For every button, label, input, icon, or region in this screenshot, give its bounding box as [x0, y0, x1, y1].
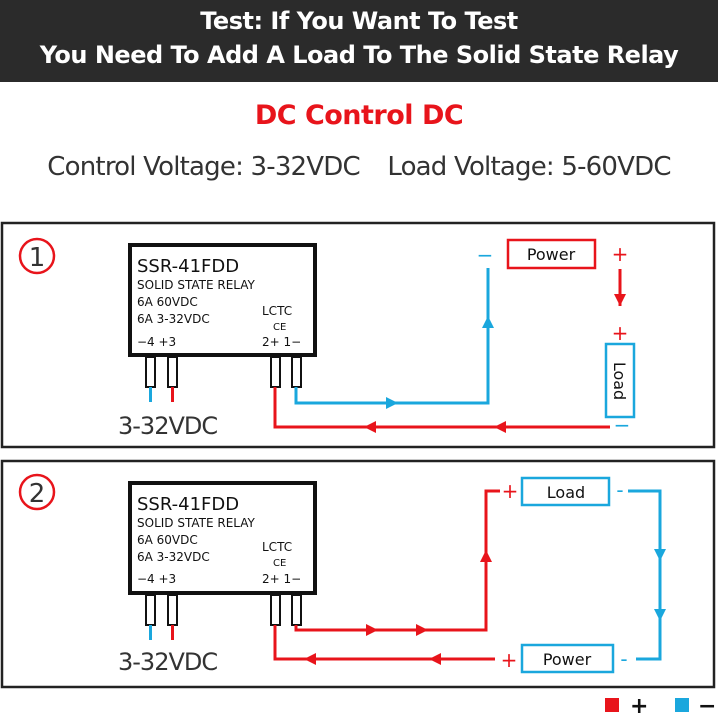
power-supply-2: Power	[520, 643, 615, 674]
positive-wire-1	[273, 387, 610, 429]
power-label-2: Power	[543, 650, 592, 669]
load-minus-sign-1: −	[614, 413, 631, 437]
control-leads-2	[145, 594, 178, 640]
negative-legend-label: −	[698, 694, 716, 719]
relay-rating-1a: 6A 60VDC	[137, 295, 198, 309]
relay-rating-2a: 6A 60VDC	[137, 533, 198, 547]
control-type-heading: DC Control DC	[254, 100, 464, 131]
load-plus-sign-2: +	[502, 479, 519, 503]
title-banner: Test: If You Want To Test You Need To Ad…	[0, 0, 718, 82]
power-label-1: Power	[527, 245, 576, 264]
voltage-specs: Control Voltage: 3-32VDC Load Voltage: 5…	[0, 152, 718, 182]
relay-type-2: SOLID STATE RELAY	[137, 516, 256, 530]
relay-type-1: SOLID STATE RELAY	[137, 278, 256, 292]
relay-pins-right-2: 2+ 1−	[262, 572, 301, 586]
power-plus-sign-1: +	[612, 242, 629, 266]
positive-swatch	[605, 698, 619, 712]
control-voltage-label-2: 3-32VDC	[118, 648, 217, 676]
relay-brand-2: LCTC	[262, 540, 292, 554]
control-voltage-text: Control Voltage: 3-32VDC	[47, 152, 360, 182]
panel-2-frame	[0, 459, 716, 689]
polarity-legend: + −	[605, 694, 716, 719]
relay-pins-left-2: −4 +3	[137, 572, 176, 586]
diagram-panel-1: 1 SSR-41FDD SOLID STATE RELAY 6A 60VDC 6…	[0, 221, 716, 449]
relay-pins-left-1: −4 +3	[137, 335, 176, 349]
title-line-1: Test: If You Want To Test	[200, 7, 518, 35]
negative-swatch	[675, 698, 689, 712]
relay-model-1: SSR-41FDD	[137, 256, 239, 277]
positive-wire-2a	[273, 625, 495, 661]
relay-pins-right-1: 2+ 1−	[262, 335, 301, 349]
load-label-2: Load	[547, 483, 585, 502]
relay-model-2: SSR-41FDD	[137, 494, 239, 515]
relay-module-1: SSR-41FDD SOLID STATE RELAY 6A 60VDC 6A …	[128, 243, 317, 357]
control-voltage-label-1: 3-32VDC	[118, 412, 217, 440]
negative-wire-2	[628, 489, 662, 661]
load-minus-sign-2: -	[616, 478, 623, 502]
output-leads-2	[270, 594, 302, 626]
relay-rating-1b: 6A 3-32VDC	[137, 312, 210, 326]
step-number-2: 2	[29, 479, 46, 509]
power-supply-1: Power	[506, 238, 597, 270]
load-2: Load	[520, 476, 611, 507]
load-plus-sign-1: +	[612, 321, 629, 345]
control-leads-1	[145, 356, 178, 402]
panel-1-frame	[0, 221, 716, 449]
step-number-2-badge: 2	[18, 473, 56, 511]
power-minus-sign-2: -	[620, 647, 627, 671]
power-plus-sign-2: +	[501, 648, 518, 672]
ce-mark-2: CE	[273, 558, 286, 569]
negative-wire-1	[294, 268, 490, 405]
relay-rating-2b: 6A 3-32VDC	[137, 550, 210, 564]
step-number-1: 1	[29, 243, 46, 273]
output-leads-1	[270, 356, 302, 388]
load-1: Load	[604, 342, 636, 419]
power-minus-sign-1: −	[477, 243, 494, 267]
load-voltage-text: Load Voltage: 5-60VDC	[387, 152, 671, 182]
step-number-1-badge: 1	[18, 237, 56, 275]
positive-wire-2b	[294, 489, 500, 632]
relay-module-2: SSR-41FDD SOLID STATE RELAY 6A 60VDC 6A …	[128, 481, 317, 595]
ce-mark-1: CE	[273, 322, 286, 333]
positive-legend-label: +	[630, 694, 648, 719]
diagram-panel-2: 2 SSR-41FDD SOLID STATE RELAY 6A 60VDC 6…	[0, 459, 716, 689]
title-line-2: You Need To Add A Load To The Solid Stat…	[39, 41, 679, 69]
relay-brand-1: LCTC	[262, 304, 292, 318]
load-label-1: Load	[610, 362, 629, 400]
